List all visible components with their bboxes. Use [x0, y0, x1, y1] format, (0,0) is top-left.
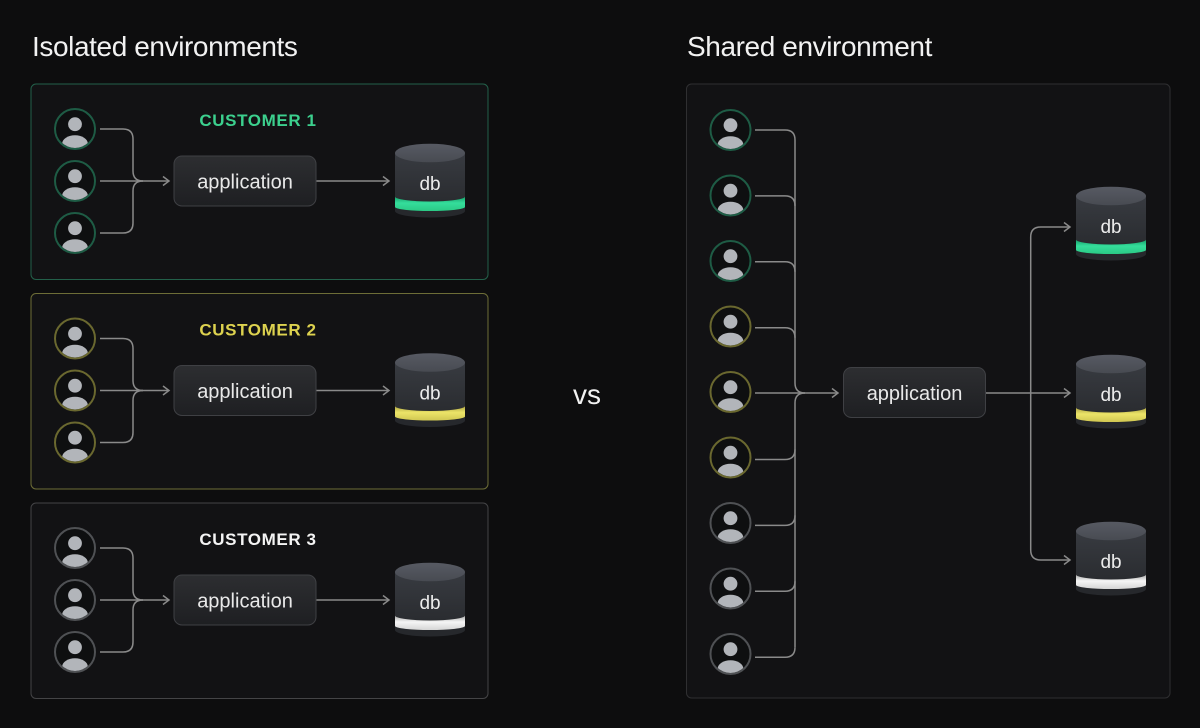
svg-text:application: application [867, 383, 963, 405]
svg-text:CUSTOMER 3: CUSTOMER 3 [199, 530, 316, 549]
svg-text:vs: vs [573, 379, 601, 410]
svg-text:Isolated environments: Isolated environments [32, 31, 298, 62]
svg-text:CUSTOMER 1: CUSTOMER 1 [199, 111, 316, 130]
svg-text:Shared environment: Shared environment [687, 31, 933, 62]
svg-text:CUSTOMER 2: CUSTOMER 2 [199, 321, 316, 340]
